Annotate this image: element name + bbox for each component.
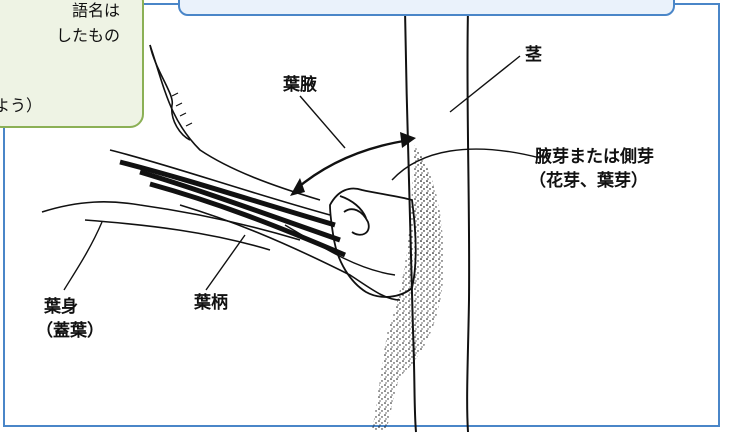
callout-line-1: 語名は (72, 0, 120, 21)
leaf-axil-arrow (290, 96, 416, 196)
stem-leader (450, 56, 520, 112)
node-shading (372, 145, 444, 430)
callout-line-3: よう） (0, 92, 42, 116)
petiole-shape (110, 150, 400, 300)
label-axillary-bud-sub: （花芽、葉芽） (529, 170, 648, 192)
label-leaf-blade: 葉身 (44, 296, 78, 318)
label-stem: 茎 (525, 44, 542, 66)
label-axillary-bud: 腋芽または側芽 (535, 146, 654, 168)
label-petiole: 葉柄 (194, 292, 228, 314)
top-banner (178, 0, 675, 16)
label-leaf-blade-sub: （蓋葉） (36, 320, 104, 342)
label-leaf-axil: 葉腋 (283, 74, 317, 96)
callout-line-2: したもの (56, 22, 120, 46)
note-callout: 語名は したもの よう） (0, 0, 144, 128)
petiole-leader (206, 235, 245, 290)
leaf-blade-leader (64, 222, 102, 290)
